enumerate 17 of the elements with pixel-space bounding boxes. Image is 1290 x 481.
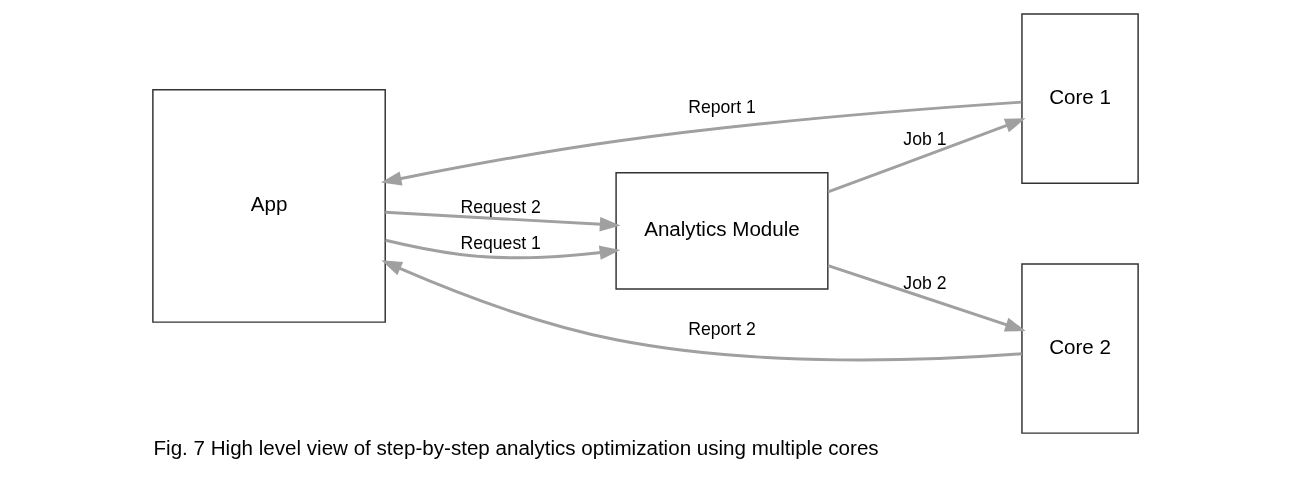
arrow <box>827 264 1026 332</box>
edge-label: Report 2 <box>687 318 756 339</box>
edge-label: Request 2 <box>459 196 541 217</box>
caption: Fig. 7 High level view of step-by-step analytics optimization using multiple cores <box>153 436 879 460</box>
node-box: Core 2 <box>1020 263 1139 434</box>
edge-label: Job 1 <box>902 129 946 150</box>
arrow <box>384 210 620 232</box>
edge-label: Job 2 <box>902 273 946 294</box>
arrow <box>380 260 1022 362</box>
node-box: Analytics Module <box>614 172 829 290</box>
arrow <box>380 100 1021 186</box>
arrow <box>384 238 620 260</box>
edge-label: Request 1 <box>459 233 541 254</box>
node-box: App <box>151 89 386 323</box>
arrow <box>827 118 1026 194</box>
edge-label: Report 1 <box>687 96 756 117</box>
node-box: Core 1 <box>1020 13 1139 184</box>
